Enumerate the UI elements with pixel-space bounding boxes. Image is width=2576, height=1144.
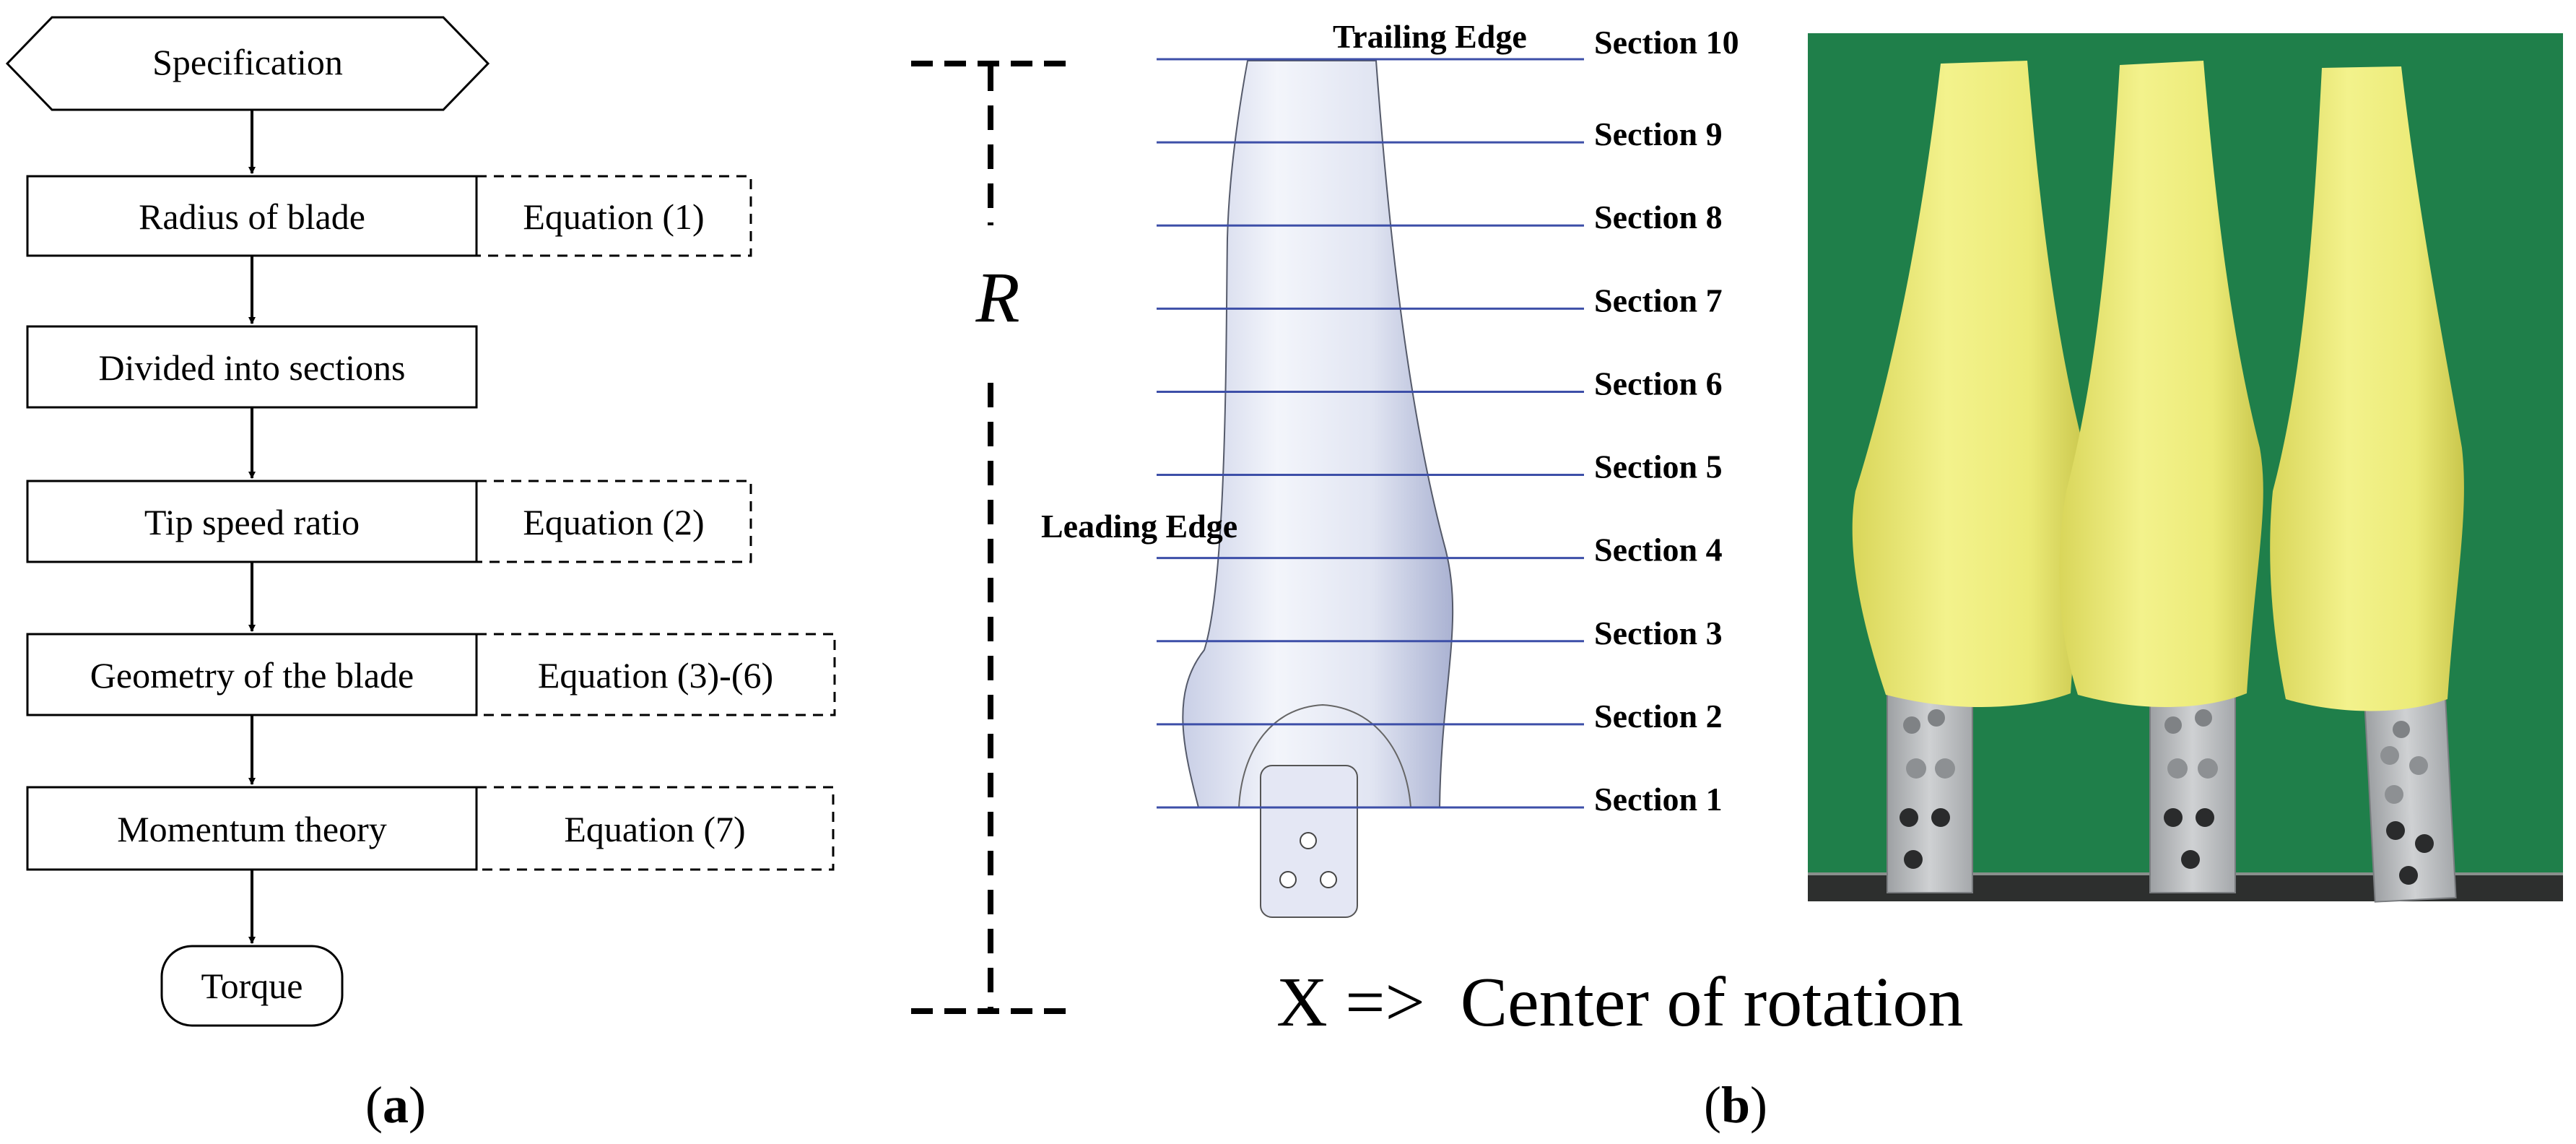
section-label: Section 5 (1594, 448, 1723, 485)
section-label: Section 10 (1594, 24, 1739, 61)
geometry-label: Geometry of the blade (90, 655, 414, 696)
root-bolt-hole-3 (1320, 871, 1337, 888)
photo-blade-1 (1852, 61, 2087, 893)
section-label: Section 7 (1594, 282, 1723, 318)
blade-drawing (1182, 60, 1454, 918)
photo-blade-3 (2270, 66, 2464, 903)
radius-symbol: R (975, 257, 1019, 337)
bolt (2198, 758, 2218, 779)
bolt (2385, 785, 2403, 804)
momentum-node (26, 786, 478, 871)
photo-blade-3-body (2270, 66, 2464, 711)
bolt (2409, 756, 2428, 775)
equation-3-6-label: Equation (3)-(6) (538, 655, 773, 696)
tip-speed-node (26, 480, 478, 563)
bolt (1904, 850, 1923, 869)
radius-dimension (911, 61, 1071, 1014)
panel-a-caption: (a) (365, 1076, 426, 1134)
divided-label: Divided into sections (99, 347, 406, 388)
tip-speed-label: Tip speed ratio (144, 502, 360, 542)
bolt (1906, 758, 1926, 779)
bolt (1900, 808, 1918, 827)
bolt (2386, 821, 2405, 840)
section-label: Section 2 (1594, 698, 1723, 734)
equation-3-6-box (475, 633, 836, 716)
equation-1-label: Equation (1) (523, 196, 704, 237)
bolt (2415, 834, 2434, 853)
specification-node (5, 16, 490, 111)
bolt (2393, 721, 2410, 738)
bolt (2399, 866, 2418, 885)
bolt (1903, 716, 1920, 734)
section-label: Section 4 (1594, 532, 1723, 568)
center-of-rotation-note: X => Center of rotation (1276, 963, 1963, 1041)
section-label: Section 8 (1594, 199, 1723, 235)
trailing-edge-label: Trailing Edge (1333, 18, 1527, 55)
equation-2-label: Equation (2) (523, 502, 704, 542)
bolt (2380, 746, 2399, 765)
photo-blade-1-body (1852, 61, 2087, 708)
section-labels: Section 10 Section 9 Section 8 Section 7 Sec… (1594, 24, 1739, 818)
specification-label: Specification (152, 42, 343, 82)
blade-root-arc (1238, 703, 1411, 808)
radius-node (26, 175, 478, 257)
root-bolt-hole-2 (1279, 871, 1297, 888)
bolt (1931, 808, 1950, 827)
bolt (2167, 758, 2188, 779)
section-label: Section 1 (1594, 781, 1723, 818)
section-lines (1157, 58, 1584, 809)
radius-label: Radius of blade (139, 196, 365, 237)
bolt (2196, 808, 2214, 827)
equation-2-box (475, 480, 752, 563)
torque-node (160, 945, 344, 1027)
momentum-label: Momentum theory (117, 809, 387, 849)
equation-7-label: Equation (7) (564, 809, 745, 849)
panel-b-caption: (b) (1704, 1076, 1767, 1134)
bolt (2164, 808, 2183, 827)
bolt (2195, 709, 2212, 727)
bolt (1928, 709, 1945, 727)
photo-blade-2 (2059, 61, 2263, 893)
photo-blade-2-body (2059, 61, 2263, 708)
root-bolt-hole-1 (1300, 832, 1317, 849)
equation-7-box (475, 786, 835, 871)
divided-node (26, 325, 478, 409)
section-label: Section 9 (1594, 116, 1723, 152)
blade-outline (1182, 60, 1454, 808)
panel-a-flowchart: Specification Radius of blade Equation (… (5, 16, 836, 1134)
bolt (2181, 850, 2200, 869)
section-label: Section 3 (1594, 615, 1723, 651)
geometry-node (26, 633, 478, 716)
torque-label: Torque (201, 966, 303, 1006)
bolt (2164, 716, 2182, 734)
leading-edge-label: Leading Edge (1041, 508, 1237, 545)
section-label: Section 6 (1594, 365, 1723, 402)
bolt (1935, 758, 1955, 779)
blade-photo (1808, 33, 2563, 903)
equation-1-box (475, 175, 752, 257)
